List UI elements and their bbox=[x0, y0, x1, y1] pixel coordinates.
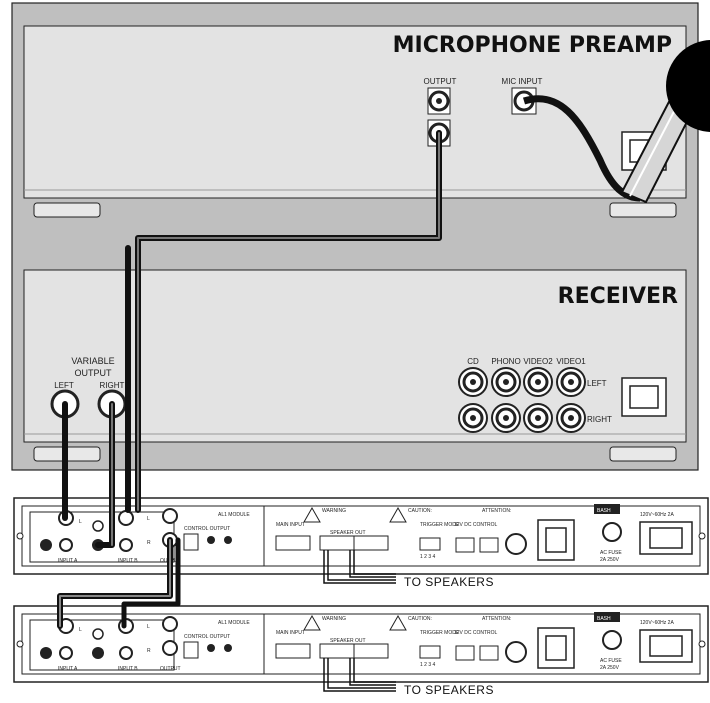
amplifier-1: L INPUT A INPUT B OUTPUT L R AL1 MODULE … bbox=[13, 497, 709, 575]
speaker-wires bbox=[323, 550, 396, 692]
amp2-output-label: OUTPUT bbox=[160, 666, 181, 672]
amp2-r-out-label: R bbox=[147, 648, 151, 654]
rca-jack-pin bbox=[568, 415, 574, 421]
amp2-warning-label: WARNING bbox=[322, 616, 346, 622]
variable-output-label-2: OUTPUT bbox=[75, 368, 113, 378]
preamp-title: MICROPHONE PREAMP bbox=[393, 33, 672, 58]
amp2-speaker-out-label: SPEAKER OUT bbox=[330, 638, 366, 644]
amp1-power-label: 120V~60Hz 2A bbox=[640, 512, 674, 518]
amp1-dc-control-label: 12V DC CONTROL bbox=[454, 522, 498, 528]
amp1-module-label: AL1 MODULE bbox=[218, 512, 250, 518]
input-label-cd: CD bbox=[467, 357, 479, 366]
amp2-power-label: 120V~60Hz 2A bbox=[640, 620, 674, 626]
to-speakers-label-1: TO SPEAKERS bbox=[404, 575, 494, 589]
to-speakers-label-2: TO SPEAKERS bbox=[404, 683, 494, 697]
amp1-r-out-label: R bbox=[147, 540, 151, 546]
receiver: RECEIVER VARIABLE OUTPUT LEFT RIGHT CD P… bbox=[23, 269, 687, 462]
microphone bbox=[522, 40, 710, 204]
amp2-brand-label: BASH bbox=[597, 616, 611, 622]
amp1-input-b-label: INPUT B bbox=[118, 558, 138, 564]
amp2-dc-control-label: 12V DC CONTROL bbox=[454, 630, 498, 636]
amp2-l-label: L bbox=[79, 627, 82, 633]
signal-cables bbox=[57, 130, 442, 629]
amp2-module-label: AL1 MODULE bbox=[218, 620, 250, 626]
amp2-control-output-label: CONTROL OUTPUT bbox=[184, 634, 230, 640]
preamp-output-label: OUTPUT bbox=[424, 77, 457, 86]
amp1-warning-label: WARNING bbox=[322, 508, 346, 514]
amp1-attention-label: ATTENTION: bbox=[482, 508, 511, 514]
variable-output-left-label: LEFT bbox=[54, 381, 74, 390]
amplifier-2: L INPUT A INPUT B OUTPUT L R AL1 MODULE … bbox=[13, 605, 709, 683]
amp1-caution-label: CAUTION: bbox=[408, 508, 432, 514]
amp1-input-a-label: INPUT A bbox=[58, 558, 78, 564]
amp1-ac-fuse-label: AC FUSE bbox=[600, 550, 622, 556]
variable-output-right-label: RIGHT bbox=[100, 381, 125, 390]
amp1-brand-label: BASH bbox=[597, 508, 611, 514]
preamp-output-jack-top[interactable] bbox=[427, 87, 451, 115]
preamp-mic-input-label: MIC INPUT bbox=[502, 77, 543, 86]
rca-jack-pin bbox=[470, 379, 476, 385]
input-label-video2: VIDEO2 bbox=[523, 357, 553, 366]
amp2-attention-label: ATTENTION: bbox=[482, 616, 511, 622]
jack-row-right-label: RIGHT bbox=[587, 415, 612, 424]
input-label-phono: PHONO bbox=[491, 357, 520, 366]
amp1-trigger-mode-label: TRIGGER MODE bbox=[420, 522, 460, 528]
amp1-l-out-label: L bbox=[147, 516, 150, 522]
variable-output-label-1: VARIABLE bbox=[71, 356, 114, 366]
amp2-caution-label: CAUTION: bbox=[408, 616, 432, 622]
amp2-trigger-mode-label: TRIGGER MODE bbox=[420, 630, 460, 636]
rca-jack-pin bbox=[568, 379, 574, 385]
amp2-trigger-nums: 1 2 3 4 bbox=[420, 662, 436, 668]
rca-jack-pin bbox=[535, 379, 541, 385]
input-label-video1: VIDEO1 bbox=[556, 357, 586, 366]
receiver-input-jacks[interactable] bbox=[458, 367, 586, 433]
rca-jack-pin bbox=[535, 415, 541, 421]
amp2-ac-fuse-rating: 2A 250V bbox=[600, 665, 620, 671]
receiver-title: RECEIVER bbox=[558, 284, 678, 309]
amp1-main-input-label: MAIN INPUT bbox=[276, 522, 305, 528]
jack-row-left-label: LEFT bbox=[587, 379, 607, 388]
rca-jack-pin bbox=[503, 379, 509, 385]
amp2-main-input-label: MAIN INPUT bbox=[276, 630, 305, 636]
amp1-l-label: L bbox=[79, 519, 82, 525]
amp1-speaker-out-label: SPEAKER OUT bbox=[330, 530, 366, 536]
amp2-ac-fuse-label: AC FUSE bbox=[600, 658, 622, 664]
amp1-ac-fuse-rating: 2A 250V bbox=[600, 557, 620, 563]
amp2-input-a-label: INPUT A bbox=[58, 666, 78, 672]
amp1-control-output-label: CONTROL OUTPUT bbox=[184, 526, 230, 532]
receiver-power-inlet bbox=[621, 377, 667, 417]
amp2-input-b-label: INPUT B bbox=[118, 666, 138, 672]
rca-jack-pin bbox=[470, 415, 476, 421]
amp1-trigger-nums: 1 2 3 4 bbox=[420, 554, 436, 560]
amp2-l-out-label: L bbox=[147, 624, 150, 630]
rca-jack-pin bbox=[503, 415, 509, 421]
